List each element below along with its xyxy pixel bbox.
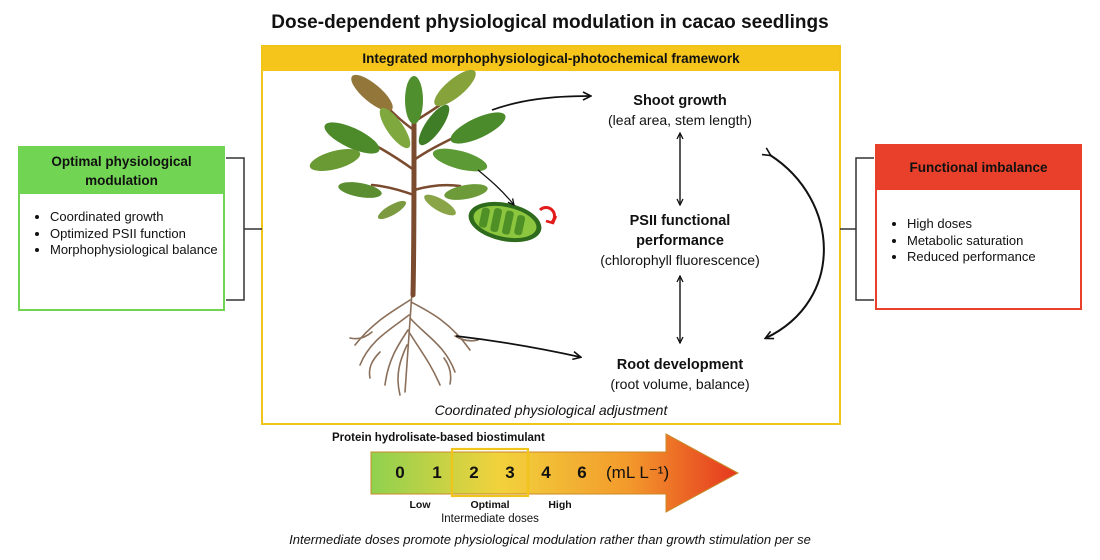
right-bracket [840,157,874,301]
dose-value-4: 4 [541,463,551,482]
dose-unit: (mL L⁻¹) [606,463,670,482]
dose-value-0: 0 [395,463,405,482]
list-item: High doses [907,216,1075,233]
root-development-title: Root development [616,357,744,373]
list-item: Metabolic saturation [907,233,1075,250]
dose-label-low: Low [409,499,431,511]
dose-value-6: 6 [577,463,587,482]
psii-title-line2: performance [636,233,724,249]
root-development-subtitle: (root volume, balance) [610,376,750,392]
optimal-modulation-header-line2: modulation [85,173,158,188]
dose-label-optimal: Optimal [470,499,510,511]
functional-imbalance-list: High doses Metabolic saturation Reduced … [885,216,1075,266]
functional-imbalance-header: Functional imbalance [877,146,1080,190]
list-item: Morphophysiological balance [50,242,218,259]
dose-value-2: 2 [469,463,479,482]
arrow-to-chloroplast [477,169,514,205]
arrow-to-shoot [491,96,590,111]
optimal-dose-highlight [450,447,530,498]
optimal-modulation-header: Optimal physiological modulation [20,148,223,194]
shoot-growth-subtitle: (leaf area, stem length) [608,112,752,128]
psii-node: PSII functional performance (chlorophyll… [545,211,815,270]
framework-box [261,45,841,425]
cycle-icon [538,206,558,225]
shoot-growth-node: Shoot growth (leaf area, stem length) [560,91,800,130]
framework-footer-note: Coordinated physiological adjustment [434,402,668,418]
framework-header: Integrated morphophysiological-photochem… [263,47,839,71]
psii-title-line1: PSII functional [629,213,731,229]
optimal-modulation-header-line1: Optimal physiological [51,154,192,169]
list-item: Reduced performance [907,249,1075,266]
list-item: Coordinated growth [50,209,218,226]
dose-scale-title: Protein hydrolisate-based biostimulant [332,432,545,444]
dose-value-1: 1 [432,463,442,482]
optimal-modulation-list: Coordinated growth Optimized PSII functi… [28,209,218,259]
left-bracket [226,157,262,301]
diagram-footer: Intermediate doses promote physiological… [289,532,811,547]
list-item: Optimized PSII function [50,226,218,243]
arrow-shoot-root-curve [766,155,825,338]
dose-label-high: High [548,499,572,511]
dose-arrow [370,433,740,513]
dose-value-3: 3 [505,463,515,482]
dose-label-intermediate: Intermediate doses [441,513,539,525]
diagram-title: Dose-dependent physiological modulation … [271,12,829,33]
arrow-to-root [455,335,580,357]
psii-subtitle: (chlorophyll fluorescence) [600,252,760,268]
shoot-growth-title: Shoot growth [633,93,727,109]
chloroplast-illustration [468,201,542,243]
cacao-plant-illustration [309,69,506,396]
root-development-node: Root development (root volume, balance) [550,355,810,394]
